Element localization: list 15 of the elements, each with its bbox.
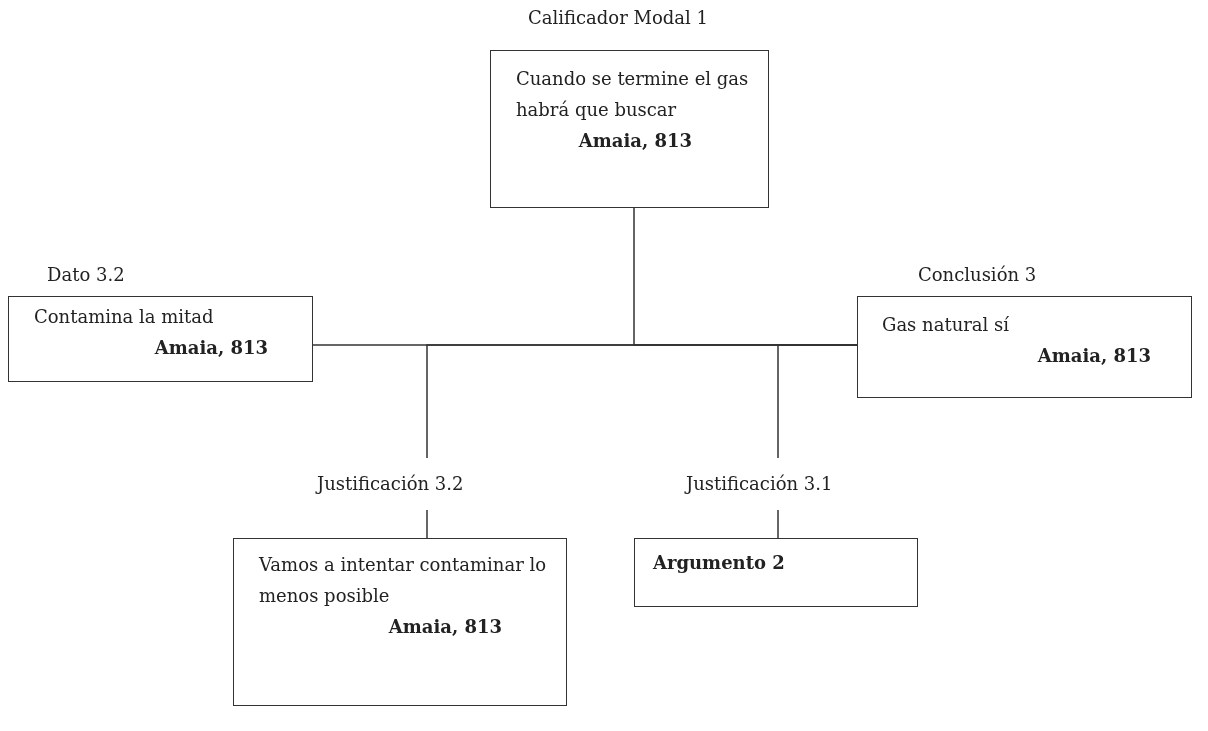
box-text: Vamos a intentar contaminar lo menos posible: [259, 553, 548, 608]
author-reference: Amaia, 813: [387, 615, 503, 639]
box-text: Argumento 2: [653, 551, 786, 575]
node-heading: Calificador Modal 1: [528, 6, 708, 30]
node-heading: Justificación 3.1: [686, 472, 833, 496]
box-text: Contamina la mitad: [34, 305, 215, 329]
node-heading: Justificación 3.2: [317, 472, 464, 496]
author-reference: Amaia, 813: [577, 129, 693, 153]
author-reference: Amaia, 813: [1036, 344, 1152, 368]
box-text: Gas natural sí: [882, 313, 1011, 337]
box-text: Cuando se termine el gas habrá que buscar: [516, 67, 750, 122]
node-heading: Conclusión 3: [918, 263, 1037, 287]
node-heading: Dato 3.2: [47, 263, 125, 287]
connector-line: [777, 344, 858, 459]
author-reference: Amaia, 813: [153, 336, 269, 360]
